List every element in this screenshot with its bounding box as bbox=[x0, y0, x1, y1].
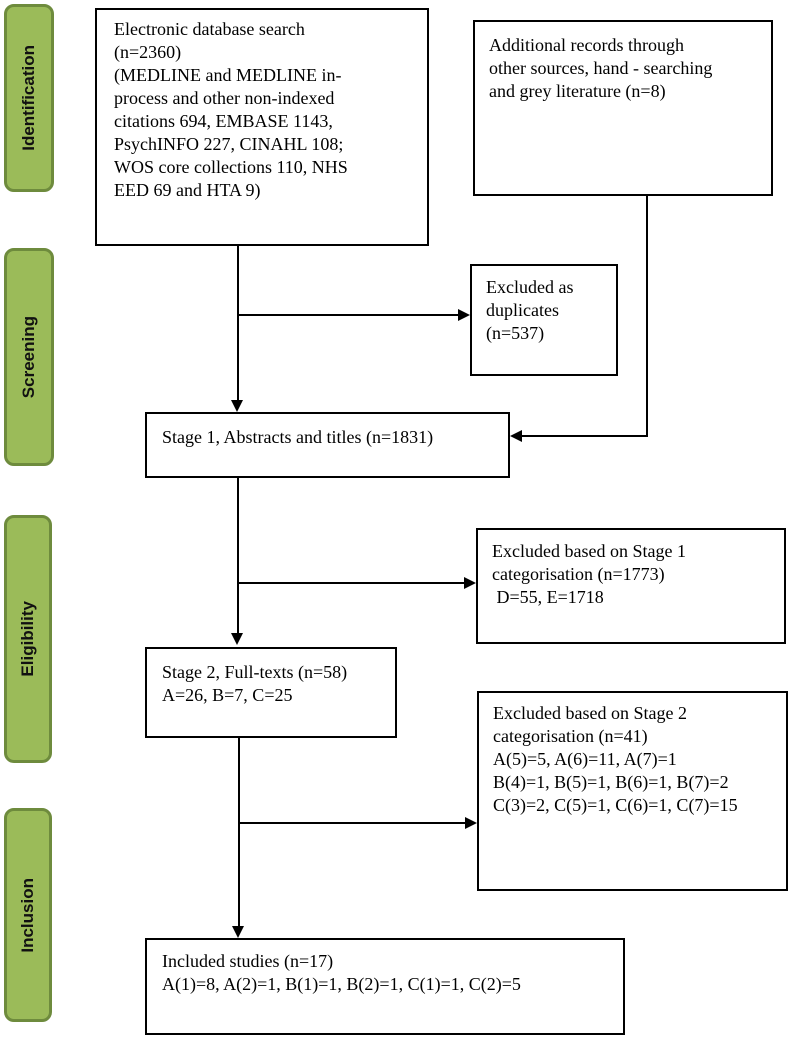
box-text-line: Stage 1, Abstracts and titles (n=1831) bbox=[162, 427, 434, 447]
box-database-search: Electronic database search (n=2360) (MEDLI… bbox=[95, 8, 429, 246]
arrow-additional-to-stage1-vline bbox=[646, 196, 648, 436]
stage-band-identification-label: Identification bbox=[19, 45, 38, 151]
box-text-line: citations 694, EMBASE 1143, bbox=[114, 111, 333, 131]
stage-band-inclusion-label: Inclusion bbox=[18, 877, 37, 953]
box-text-line: B(4)=1, B(5)=1, B(6)=1, B(7)=2 bbox=[493, 772, 729, 792]
box-text-line: WOS core collections 110, NHS bbox=[114, 157, 348, 177]
box-text-line: Stage 2, Full-texts (n=58) bbox=[162, 662, 348, 682]
box-text-line: (n=537) bbox=[486, 323, 545, 343]
box-excluded-duplicates: Excluded as duplicates (n=537) bbox=[470, 264, 618, 376]
arrow-to-excluded-stage1-line bbox=[238, 582, 464, 584]
arrow-stage1-to-stage2-line bbox=[237, 478, 239, 633]
box-text-line: categorisation (n=1773) bbox=[492, 564, 665, 584]
box-text-line: C(3)=2, C(5)=1, C(6)=1, C(7)=15 bbox=[493, 795, 738, 815]
arrow-stage2-to-included-head bbox=[232, 926, 244, 938]
arrow-additional-to-stage1-head bbox=[510, 430, 522, 442]
box-text-line: Electronic database search bbox=[114, 19, 305, 39]
box-text-line: EED 69 and HTA 9) bbox=[114, 180, 261, 200]
box-text-line: Included studies (n=17) bbox=[162, 951, 334, 971]
arrow-to-excluded-stage2-line bbox=[239, 822, 465, 824]
stage-band-inclusion: Inclusion bbox=[4, 808, 52, 1022]
box-text-line: Excluded based on Stage 1 bbox=[492, 541, 686, 561]
box-text-line: A(1)=8, A(2)=1, B(1)=1, B(2)=1, C(1)=1, … bbox=[162, 974, 521, 994]
box-text-line: other sources, hand - searching bbox=[489, 58, 713, 78]
box-text-line: D=55, E=1718 bbox=[492, 587, 604, 607]
stage-band-eligibility-label: Eligibility bbox=[18, 601, 37, 677]
box-excluded-stage1: Excluded based on Stage 1 categorisation … bbox=[476, 528, 786, 644]
box-text-line: and grey literature (n=8) bbox=[489, 81, 666, 101]
arrow-stage1-to-stage2-head bbox=[231, 633, 243, 645]
stage-band-screening-label: Screening bbox=[19, 315, 38, 399]
arrow-to-excluded-stage2-head bbox=[465, 817, 477, 829]
arrow-to-duplicates-head bbox=[458, 309, 470, 321]
box-text-line: (MEDLINE and MEDLINE in- bbox=[114, 65, 342, 85]
arrow-additional-to-stage1-hline bbox=[522, 435, 648, 437]
stage-band-eligibility: Eligibility bbox=[4, 515, 52, 763]
arrow-stage2-to-included-line bbox=[238, 738, 240, 926]
box-additional-records: Additional records through other sources,… bbox=[473, 20, 773, 196]
box-stage1: Stage 1, Abstracts and titles (n=1831) bbox=[145, 412, 510, 478]
stage-band-screening: Screening bbox=[4, 248, 54, 466]
arrow-database-to-stage1-line bbox=[237, 246, 239, 400]
box-text-line: (n=2360) bbox=[114, 42, 182, 62]
stage-band-identification: Identification bbox=[4, 4, 54, 192]
arrow-database-to-stage1-head bbox=[231, 400, 243, 412]
box-excluded-stage2: Excluded based on Stage 2 categorisation … bbox=[477, 691, 788, 891]
box-text-line: Additional records through bbox=[489, 35, 684, 55]
arrow-to-excluded-stage1-head bbox=[464, 577, 476, 589]
box-text-line: PsychINFO 227, CINAHL 108; bbox=[114, 134, 344, 154]
box-text-line: process and other non-indexed bbox=[114, 88, 335, 108]
box-text-line: categorisation (n=41) bbox=[493, 726, 648, 746]
box-text-line: Excluded based on Stage 2 bbox=[493, 703, 687, 723]
box-text-line: Excluded as bbox=[486, 277, 574, 297]
box-text-line: A(5)=5, A(6)=11, A(7)=1 bbox=[493, 749, 677, 769]
box-text-line: duplicates bbox=[486, 300, 559, 320]
arrow-to-duplicates-line bbox=[238, 314, 458, 316]
box-stage2: Stage 2, Full-texts (n=58) A=26, B=7, C=2… bbox=[145, 647, 397, 738]
box-text-line: A=26, B=7, C=25 bbox=[162, 685, 293, 705]
box-included-studies: Included studies (n=17) A(1)=8, A(2)=1, B… bbox=[145, 938, 625, 1035]
